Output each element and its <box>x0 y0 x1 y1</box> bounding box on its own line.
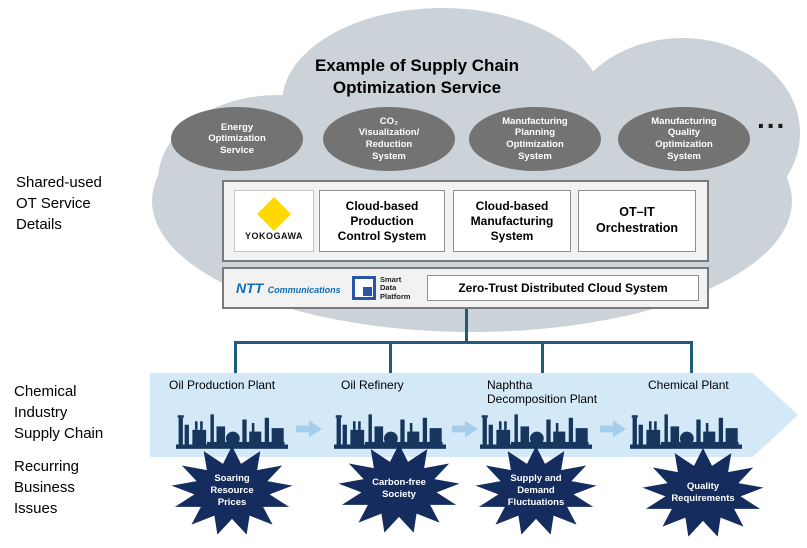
connector-stem-line <box>465 309 468 341</box>
box-zero-trust-distributed-cloud-system: Zero-Trust Distributed Cloud System <box>427 275 699 301</box>
plant-label-oil-production: Oil Production Plant <box>169 378 276 392</box>
label-shared-ot-service-details: Shared-used OT Service Details <box>16 174 102 233</box>
smart-data-platform-icon-inner <box>363 287 372 297</box>
connector-drop-line <box>389 341 392 374</box>
plant-label-chemical-plant: Chemical Plant <box>648 378 729 392</box>
issue-burst-quality-requirements: Quality Requirements <box>642 448 764 537</box>
yokogawa-wordmark: YOKOGAWA <box>244 230 303 241</box>
box-ot-it-orchestration: OT–IT Orchestration <box>578 190 696 252</box>
service-ellipse-co2-visualization: CO₂ Visualization/ Reduction System <box>323 107 455 171</box>
yokogawa-diamond-icon <box>257 196 291 231</box>
smart-data-platform-logo: Smart Data Platform <box>352 275 411 301</box>
factory-icon <box>334 407 446 451</box>
service-ellipse-energy-optimization: Energy Optimization Service <box>171 107 303 171</box>
box-cloud-production-control-system: Cloud-based Production Control System <box>319 190 445 252</box>
more-services-ellipsis: ... <box>757 103 787 134</box>
plant-label-oil-refinery: Oil Refinery <box>341 378 404 392</box>
connector-bus-line <box>234 341 693 344</box>
ntt-wordmark: NTT <box>236 280 264 296</box>
connector-drop-line <box>690 341 693 374</box>
connector-drop-line <box>234 341 237 374</box>
factory-icon <box>176 407 288 451</box>
factory-icon <box>480 407 592 451</box>
smart-data-platform-icon <box>352 276 376 301</box>
ntt-communications-logo: NTT Communications <box>236 280 341 298</box>
yokogawa-logo: YOKOGAWA <box>234 190 314 252</box>
cloud-platform-box: NTT Communications Smart Data Platform Z… <box>222 267 709 309</box>
box-cloud-manufacturing-system: Cloud-based Manufacturing System <box>453 190 571 252</box>
connector-drop-line <box>541 341 544 374</box>
issue-burst-supply-demand-fluctuations: Supply and Demand Fluctuations <box>475 446 597 535</box>
diagram-title: Example of Supply Chain Optimization Ser… <box>314 56 520 98</box>
ot-service-stack-box: YOKOGAWA Cloud-based Production Control … <box>222 180 709 262</box>
service-ellipse-manufacturing-quality: Manufacturing Quality Optimization Syste… <box>618 107 750 171</box>
factory-icon <box>630 407 742 451</box>
ntt-communications-wordmark: Communications <box>267 285 341 295</box>
issue-burst-soaring-resource-prices: Soaring Resource Prices <box>171 446 293 535</box>
issue-burst-carbon-free-society: Carbon-free Society <box>338 444 460 533</box>
smart-data-platform-label: Smart Data Platform <box>380 275 411 301</box>
plant-label-naphtha-decomposition: Naphtha Decomposition Plant <box>487 378 598 406</box>
service-ellipse-manufacturing-planning: Manufacturing Planning Optimization Syst… <box>469 107 601 171</box>
label-chemical-industry-supply-chain: Chemical Industry Supply Chain <box>14 383 104 442</box>
label-recurring-business-issues: Recurring Business Issues <box>14 458 80 517</box>
